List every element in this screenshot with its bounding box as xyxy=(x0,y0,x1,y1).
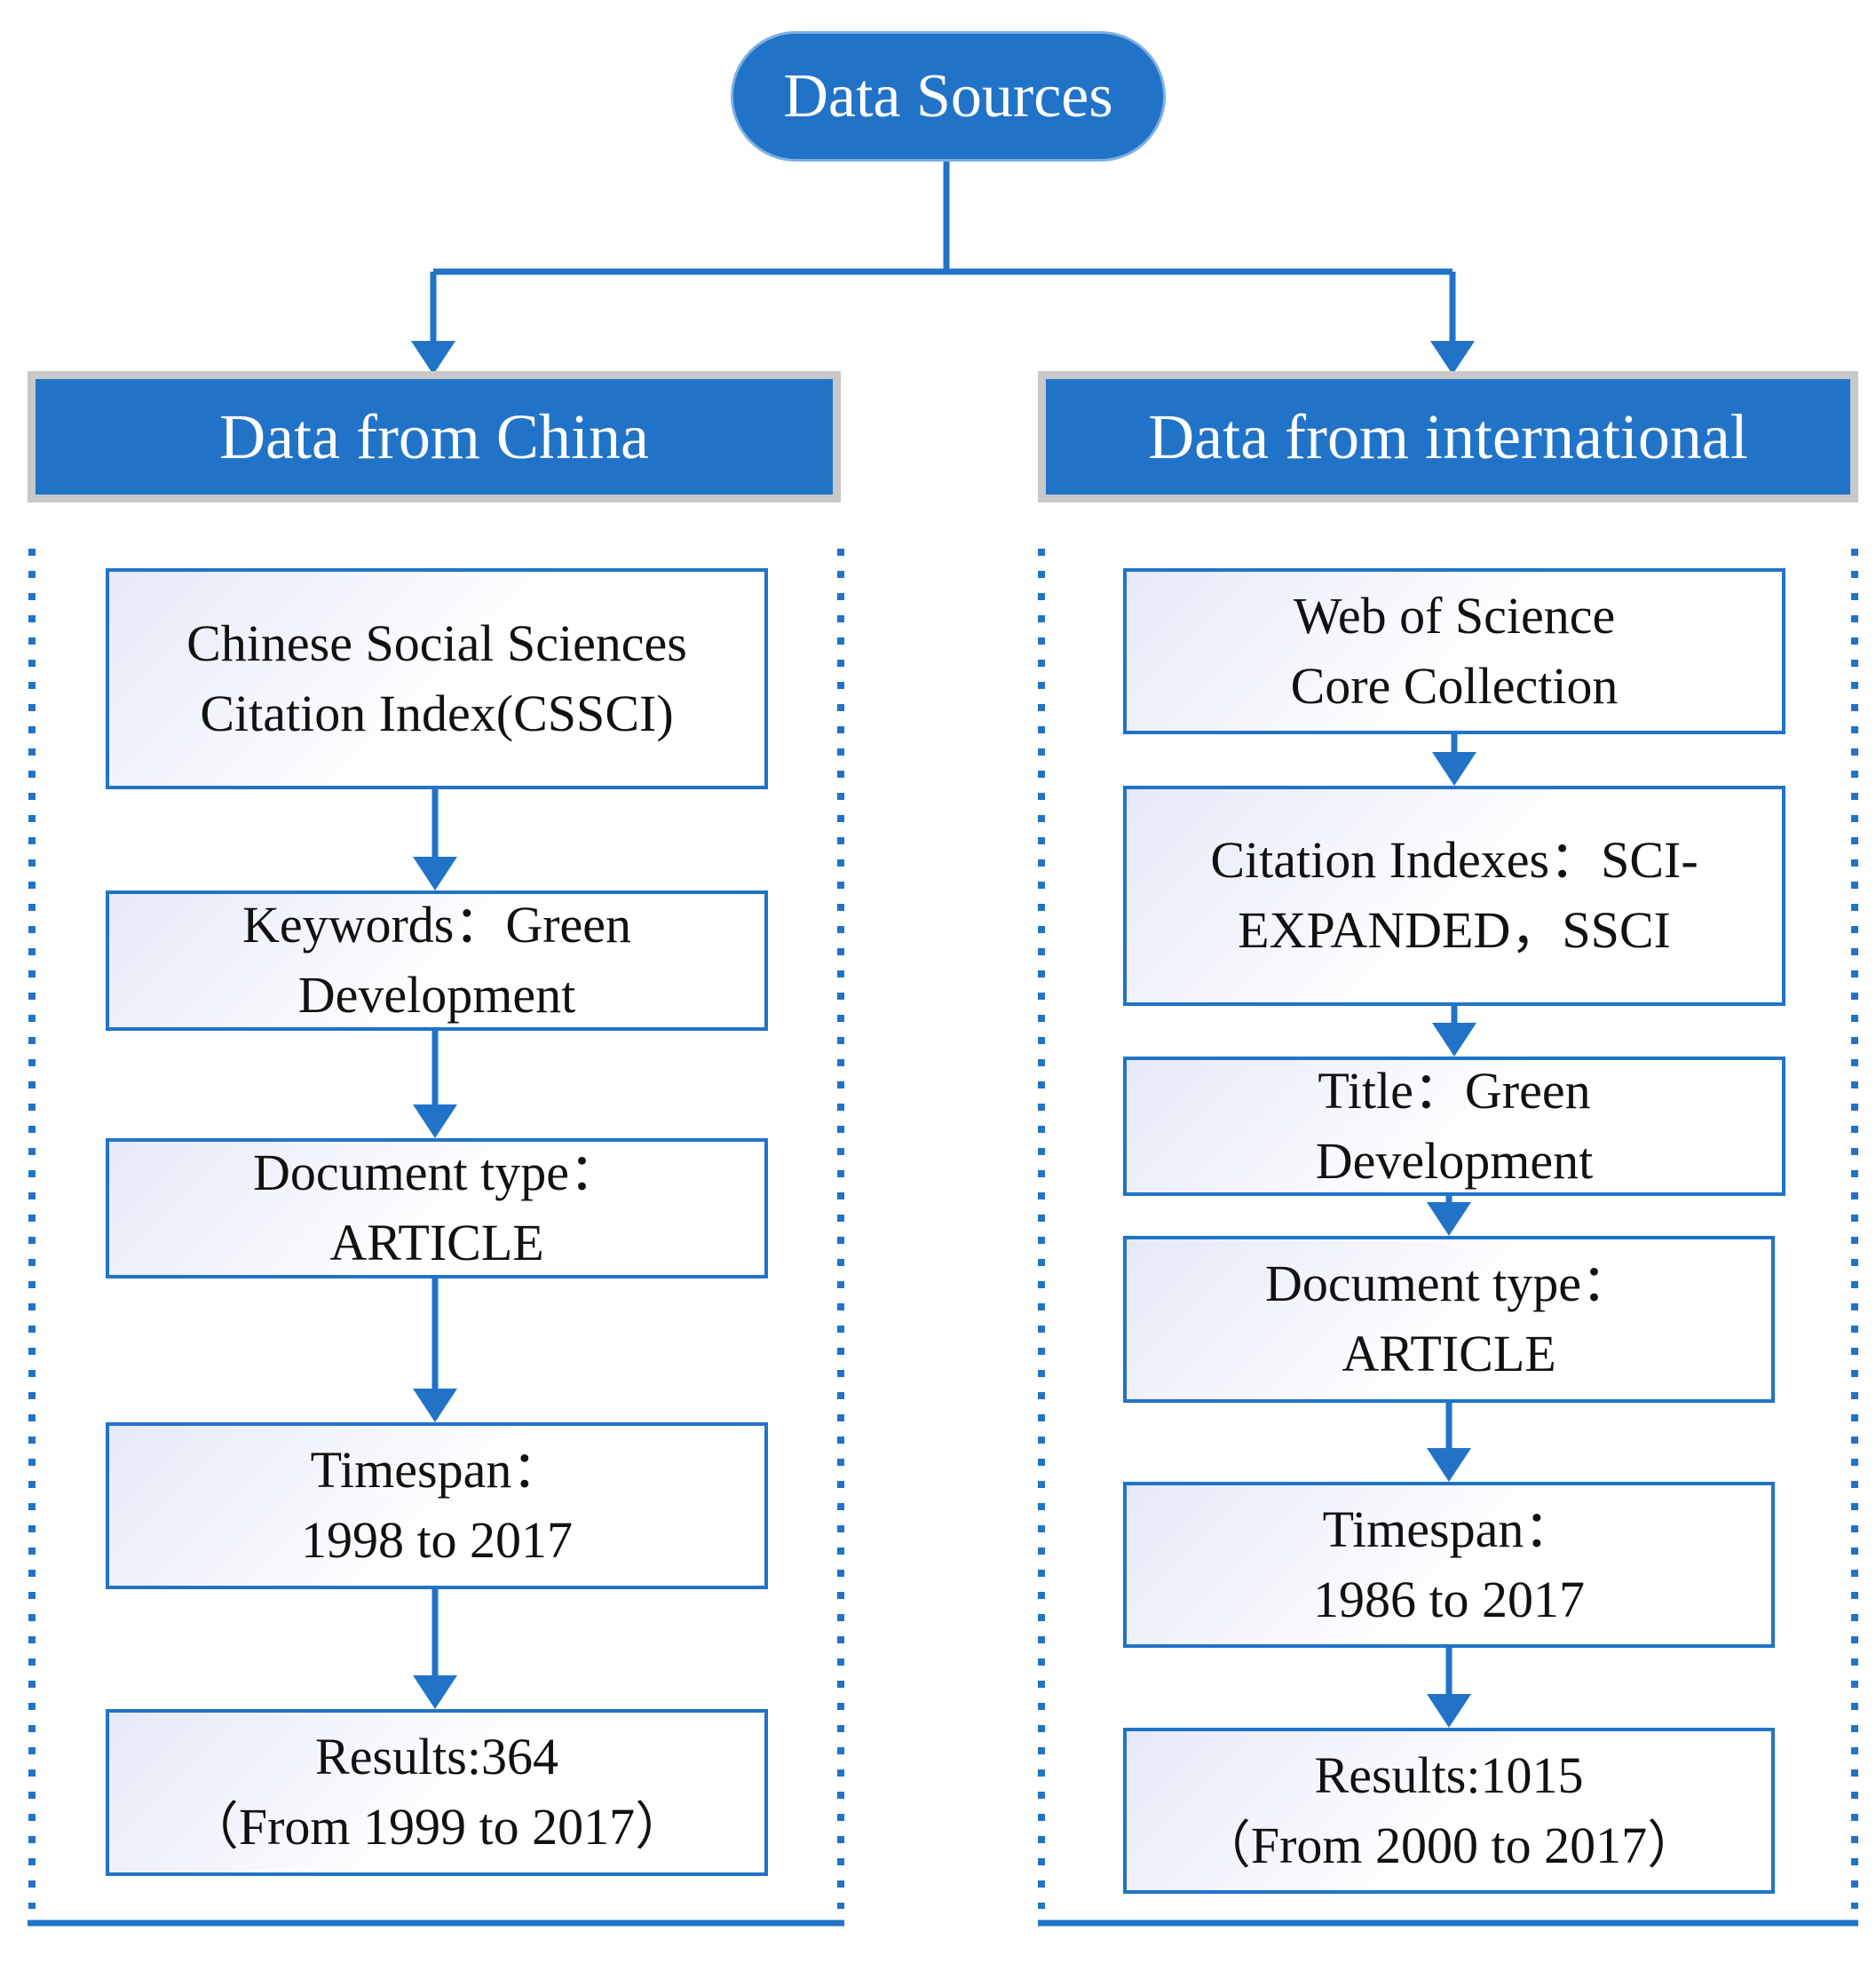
arrow-intl-3-head xyxy=(1427,1202,1471,1236)
arrow-china-2-head xyxy=(413,1104,457,1138)
step-china-timespan: Timespan： 1998 to 2017 xyxy=(106,1422,768,1589)
step-intl-title: Title：Green Development xyxy=(1123,1057,1785,1196)
root-label: Data Sources xyxy=(783,61,1113,131)
root-node-data-sources: Data Sources xyxy=(731,31,1166,162)
arrow-intl-2-head xyxy=(1432,1023,1476,1057)
arrow-china-4-head xyxy=(413,1675,457,1709)
step-line: Document type： xyxy=(253,1144,621,1202)
step-line: Keywords：Green xyxy=(241,896,632,954)
step-line: （From 2000 to 2017） xyxy=(1199,1816,1699,1874)
step-line: Timespan： xyxy=(310,1441,564,1500)
column-header-label: Data from international xyxy=(1148,400,1748,472)
arrow-intl-4-head xyxy=(1427,1448,1471,1482)
step-china-source: Chinese Social Sciences Citation Index(C… xyxy=(106,568,768,789)
step-line: Document type： xyxy=(1265,1255,1633,1313)
step-line: Results:1015 xyxy=(1314,1745,1584,1804)
step-line: Development xyxy=(297,966,576,1024)
step-line: 1998 to 2017 xyxy=(300,1511,574,1569)
step-line: Core Collection xyxy=(1290,656,1619,715)
step-line: Development xyxy=(1315,1131,1594,1190)
column-header-international: Data from international xyxy=(1038,371,1858,503)
arrow-china-3-head xyxy=(413,1389,457,1422)
step-intl-source: Web of Science Core Collection xyxy=(1123,568,1785,734)
step-line: Citation Indexes：SCI- xyxy=(1210,831,1698,890)
step-line: Web of Science xyxy=(1293,586,1616,645)
step-line: Title：Green xyxy=(1318,1061,1591,1120)
step-china-keywords: Keywords：Green Development xyxy=(106,890,768,1031)
step-line: Citation Index(CSSCI) xyxy=(200,684,674,742)
arrow-china-1-head xyxy=(413,857,457,890)
step-line: Chinese Social Sciences xyxy=(186,613,687,672)
arrow-intl-1-head xyxy=(1432,752,1476,786)
step-intl-results: Results:1015 （From 2000 to 2017） xyxy=(1123,1728,1775,1894)
step-line: ARTICLE xyxy=(329,1214,544,1271)
step-intl-timespan: Timespan： 1986 to 2017 xyxy=(1123,1482,1775,1648)
arrow-to-china-head xyxy=(411,341,455,375)
step-line: Timespan： xyxy=(1322,1500,1576,1558)
step-line: ARTICLE xyxy=(1342,1325,1556,1382)
step-line: Results:364 xyxy=(315,1728,558,1786)
column-header-china: Data from China xyxy=(28,371,841,503)
step-line: 1986 to 2017 xyxy=(1312,1570,1586,1628)
arrow-to-international-head xyxy=(1430,341,1475,375)
step-china-results: Results:364 （From 1999 to 2017） xyxy=(106,1709,768,1876)
arrow-intl-5-head xyxy=(1427,1694,1471,1728)
step-intl-citation-indexes: Citation Indexes：SCI- EXPANDED，SSCI xyxy=(1123,786,1785,1006)
column-header-label: Data from China xyxy=(219,400,649,472)
step-china-document-type: Document type： ARTICLE xyxy=(106,1138,768,1278)
step-intl-document-type: Document type： ARTICLE xyxy=(1123,1236,1775,1403)
step-line: （From 1999 to 2017） xyxy=(186,1798,687,1856)
step-line: EXPANDED，SSCI xyxy=(1238,901,1671,959)
